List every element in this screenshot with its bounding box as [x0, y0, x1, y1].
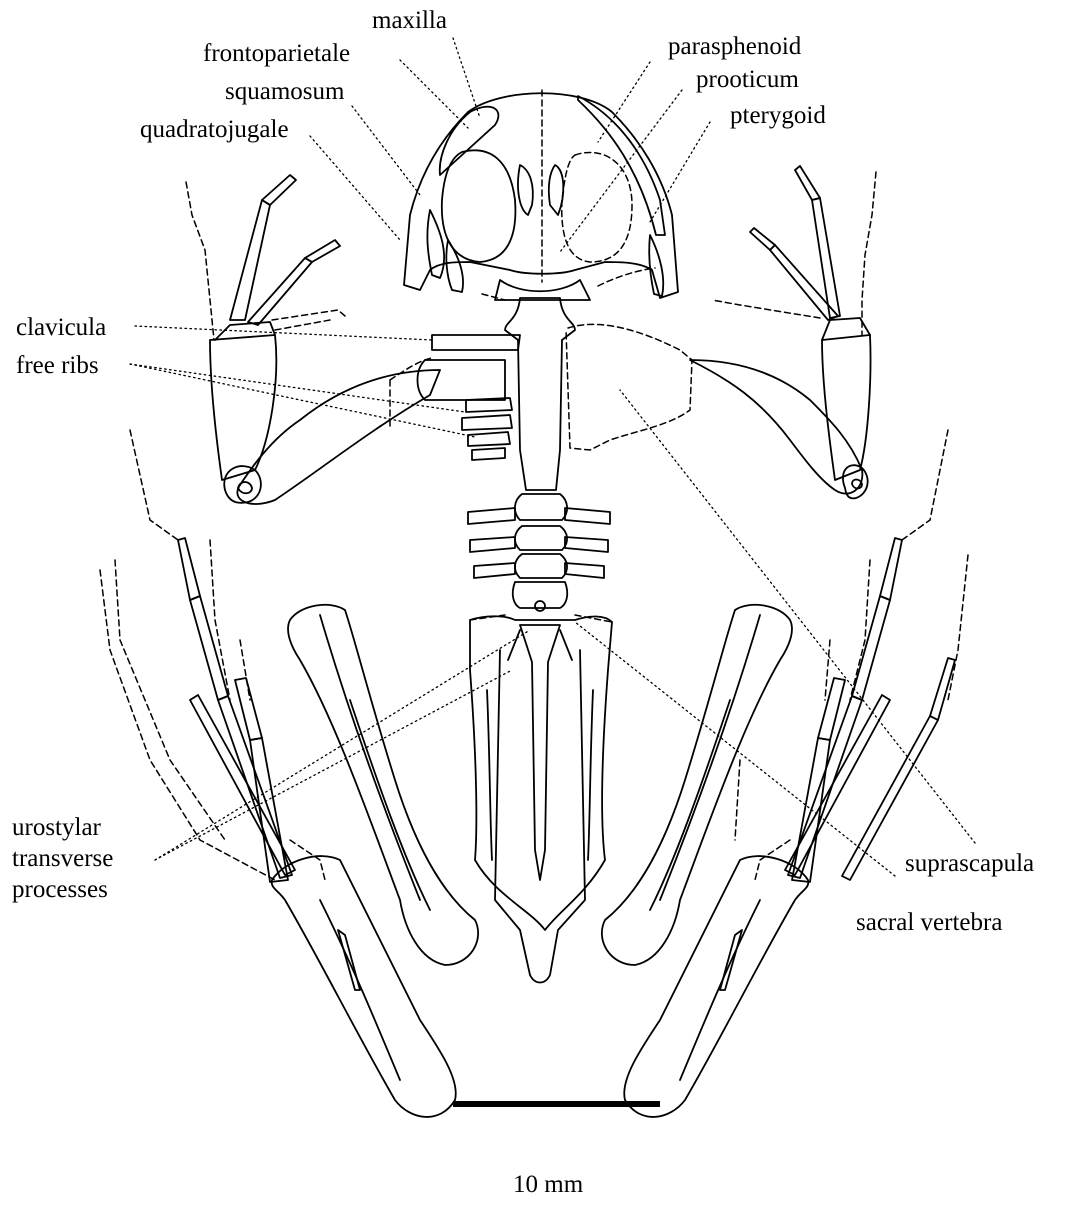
label-urostylar-transverse-processes: urostylar transverse processes — [12, 812, 113, 905]
pelvis-urostyle — [470, 615, 612, 983]
label-line-urostylar: urostylar — [12, 812, 113, 843]
vertebral-column — [468, 298, 610, 611]
left-forelimb — [186, 175, 520, 504]
label-line-transverse: transverse — [12, 843, 113, 874]
label-line-processes: processes — [12, 874, 113, 905]
label-sacral-vertebra: sacral vertebra — [856, 908, 1002, 938]
label-frontoparietale: frontoparietale — [203, 39, 350, 69]
skull — [404, 90, 678, 300]
left-hindlimb — [100, 430, 478, 1117]
label-squamosum: squamosum — [225, 77, 344, 107]
scale-bar — [453, 1101, 660, 1107]
label-maxilla: maxilla — [372, 6, 447, 36]
scale-bar-label: 10 mm — [513, 1170, 583, 1200]
label-prooticum: prooticum — [696, 65, 799, 95]
label-quadratojugale: quadratojugale — [140, 115, 289, 145]
label-free-ribs: free ribs — [16, 351, 99, 381]
label-clavicula: clavicula — [16, 313, 106, 343]
label-pterygoid: pterygoid — [730, 101, 826, 131]
right-hindlimb — [602, 430, 968, 1117]
label-suprascapula: suprascapula — [905, 849, 1034, 879]
right-forelimb — [566, 166, 876, 498]
leader-lines — [130, 38, 975, 876]
label-parasphenoid: parasphenoid — [668, 32, 801, 62]
